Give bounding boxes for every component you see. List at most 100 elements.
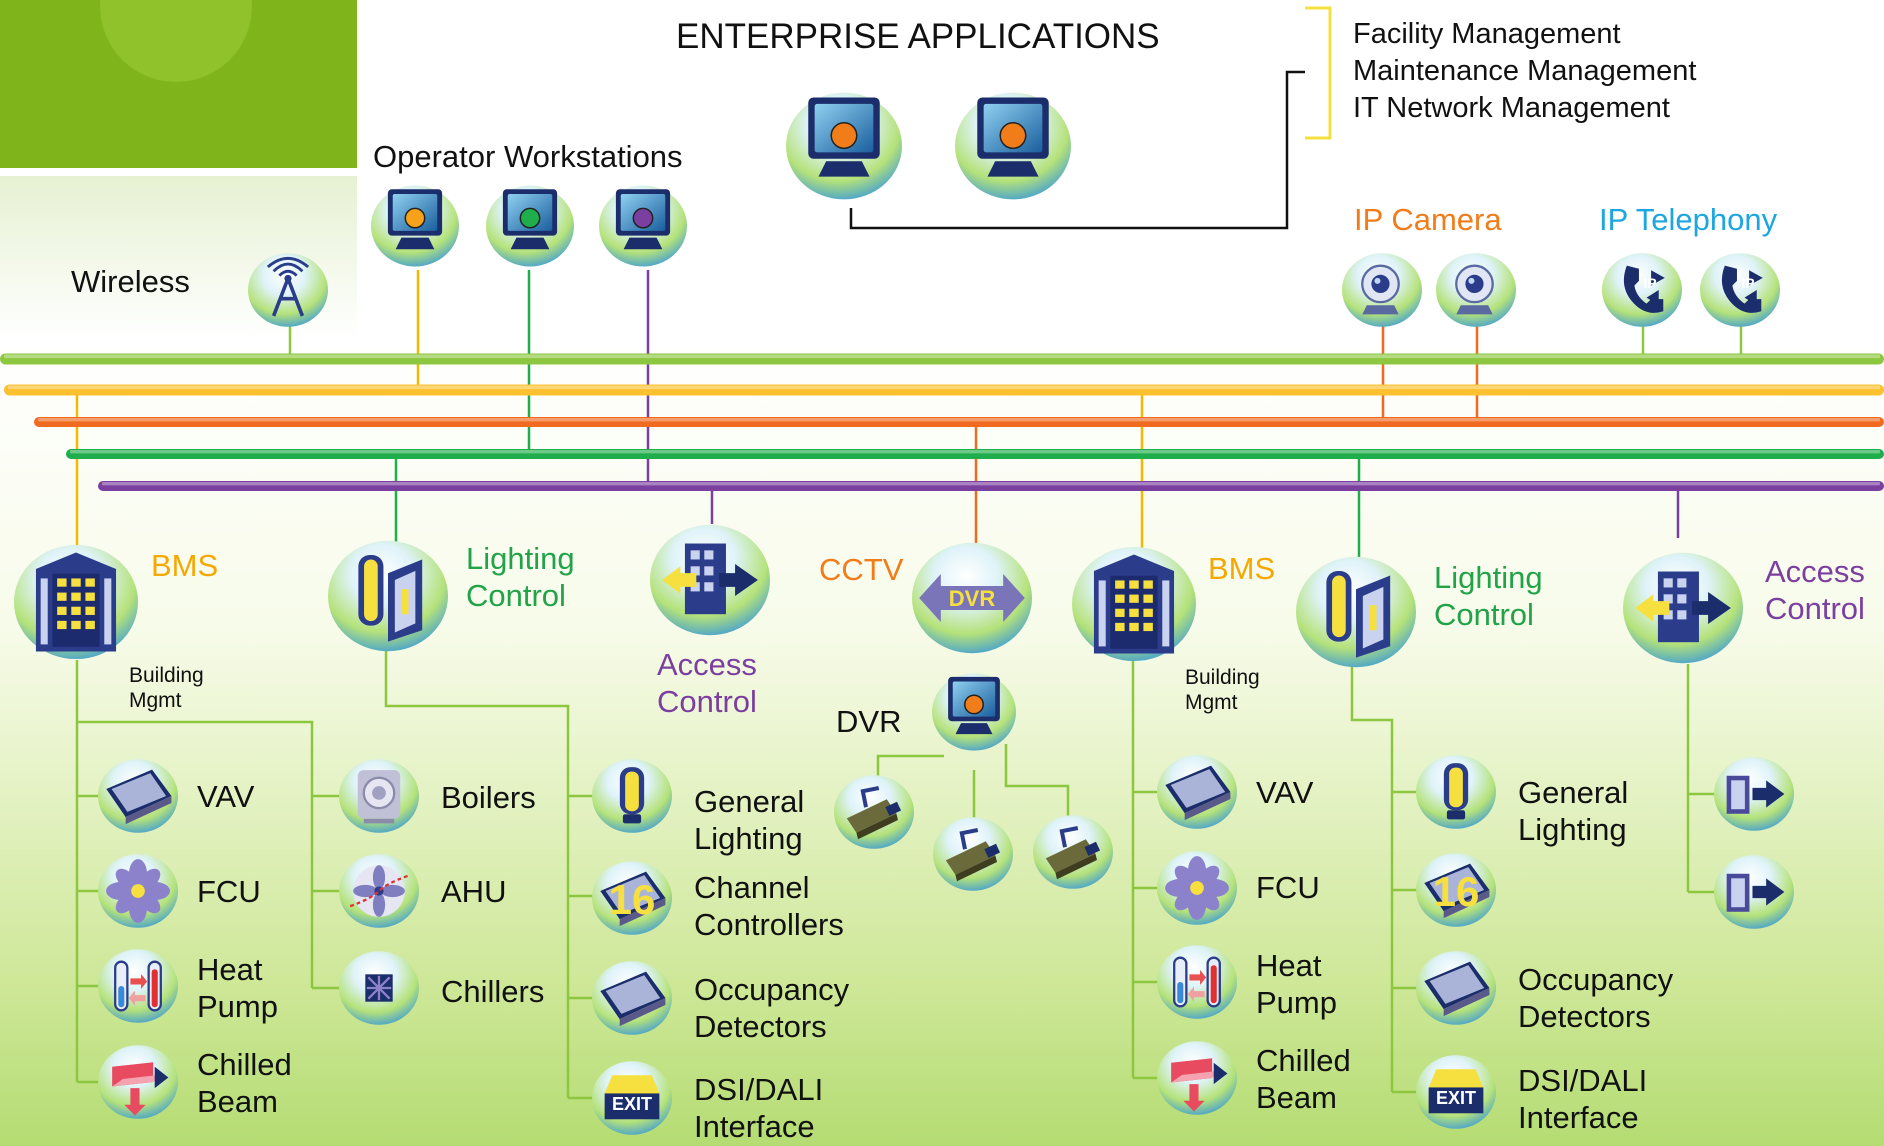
exit-sign-icon: EXIT [592, 1061, 672, 1135]
bms-label: BMS [151, 548, 219, 583]
fcu-label: FCU [197, 874, 261, 909]
webcam-glyph [1361, 264, 1400, 316]
operator-workstations-label: Operator Workstations [373, 139, 683, 174]
ip-camera-icon [1342, 253, 1422, 327]
status-dot [404, 207, 426, 229]
icon-orb [1157, 945, 1237, 1019]
exit-text: EXIT [1436, 1088, 1476, 1108]
chiller-glyph [364, 973, 394, 1003]
wireless-bus-highlight [4, 354, 1880, 359]
exit-text: EXIT [612, 1094, 652, 1114]
heat-pump-icon [1157, 945, 1237, 1019]
enterprise-monitor-icon [955, 92, 1071, 200]
fcu-label: FCU [1256, 870, 1320, 905]
bms-label: BMS [1208, 551, 1276, 586]
boilers-label: Boilers [441, 780, 536, 815]
bms-bus-highlight [8, 385, 1880, 390]
ip-telephony-icon: IP [1700, 253, 1780, 327]
access-bus-highlight [102, 482, 1880, 486]
workstation-icon [371, 185, 459, 267]
fcu-fan-icon [1157, 851, 1237, 925]
channel-controller-icon: 16 [592, 861, 672, 935]
general-lighting-icon [1416, 755, 1496, 829]
icon-orb [98, 949, 178, 1023]
general-lighting-icon [592, 759, 672, 833]
access-door-icon [1714, 757, 1794, 831]
status-dot [964, 694, 984, 715]
enterprise-monitor-icon [786, 92, 902, 200]
enterprise-app-item: IT Network Management [1353, 91, 1670, 124]
ip-camera-icon [1436, 253, 1516, 327]
access-bus [98, 481, 1884, 491]
security-camera-icon [834, 775, 914, 849]
bms-bus [4, 384, 1884, 396]
workstation-icon [486, 185, 574, 267]
cctv-bus-highlight [38, 418, 1880, 422]
status-dot [519, 207, 541, 229]
enterprise-app-item: Facility Management [1353, 18, 1621, 50]
vav-icon [1157, 755, 1237, 829]
status-dot [999, 122, 1027, 150]
chillers-label: Chillers [441, 974, 545, 1009]
icon-orb [1700, 253, 1780, 327]
status-dot [830, 122, 858, 150]
lighting-control-icon [1296, 556, 1416, 668]
ip-text: IP [1741, 275, 1754, 291]
enterprise-app-item: Maintenance Management [1353, 54, 1697, 87]
ip-text: IP [1643, 275, 1656, 291]
security-camera-icon [1033, 815, 1113, 889]
webcam-glyph [1455, 264, 1494, 316]
icon-orb [1602, 253, 1682, 327]
security-camera-icon [933, 817, 1013, 891]
access-control-icon [1623, 552, 1743, 664]
status-dot [632, 207, 654, 229]
dvr-monitor-icon [932, 673, 1016, 751]
lighting-control-icon [328, 540, 448, 652]
occupancy-detector-icon [1416, 951, 1496, 1025]
chilled-beam-icon [1157, 1041, 1237, 1115]
chiller-icon [339, 951, 419, 1025]
ip-camera-label: IP Camera [1354, 202, 1502, 237]
workstation-icon [599, 185, 687, 267]
access-door-icon [1714, 855, 1794, 929]
building-glyph [1093, 554, 1175, 654]
chilled-beam-icon [98, 1045, 178, 1119]
network-buses [0, 353, 1884, 491]
dvr-text: DVR [949, 586, 996, 611]
boiler-glyph [356, 769, 402, 825]
icon-orb [248, 253, 328, 327]
cctv-label: CCTV [819, 552, 904, 587]
building-glyph [35, 552, 117, 652]
heat-pump-icon [98, 949, 178, 1023]
lighting-tree [1350, 666, 1394, 1092]
wireless-bus [0, 353, 1884, 365]
enterprise-app-list: Facility Management Maintenance Manageme… [1353, 16, 1696, 126]
decorative-circle [100, 0, 252, 82]
lighting-bus-highlight [70, 450, 1880, 454]
channel-text: 16 [609, 876, 656, 923]
wireless-label: Wireless [71, 264, 190, 299]
diagram-title: ENTERPRISE APPLICATIONS [676, 17, 1160, 56]
occupancy-detector-icon [592, 961, 672, 1035]
bms-building-icon [14, 544, 138, 660]
dvr-icon: DVR [912, 542, 1032, 654]
vav-label: VAV [1256, 775, 1314, 810]
